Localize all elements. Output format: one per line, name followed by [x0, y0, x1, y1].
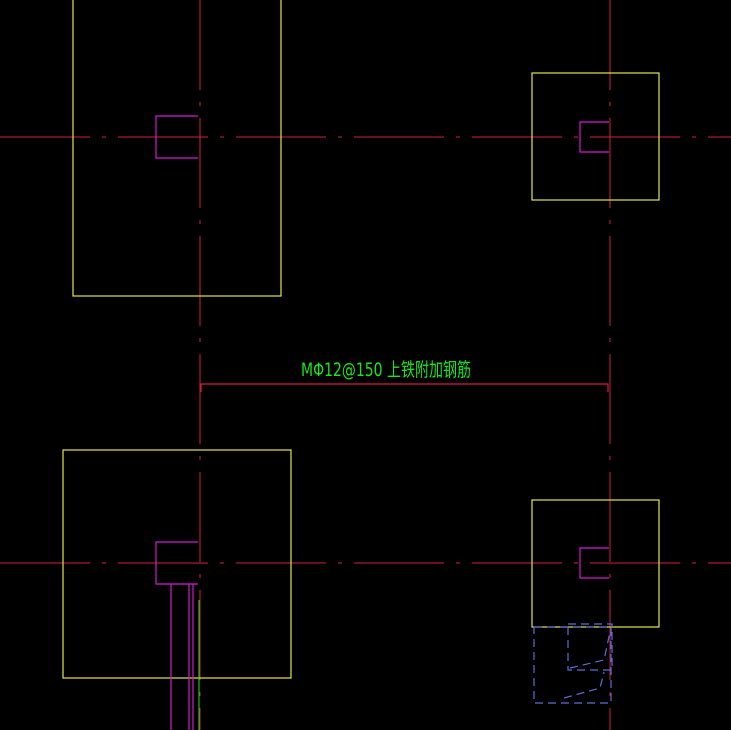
dashed-diagonal-1 — [569, 631, 611, 669]
column-bottom-right — [579, 547, 609, 579]
dashed-outer-rect — [533, 626, 612, 704]
column-top-right — [579, 121, 609, 153]
footing-bottom-right — [531, 499, 660, 628]
dashed-outline-group — [533, 623, 613, 704]
footing-top-right — [531, 72, 660, 201]
dashed-diagonal-2 — [563, 671, 605, 699]
column-top-left — [155, 115, 198, 159]
footing-bottom-left — [62, 449, 292, 679]
dashed-inner-rect — [567, 623, 613, 671]
reinforcement-annotation: MΦ12@150 上铁附加钢筋 — [301, 359, 471, 381]
reinforcement-bar — [200, 383, 609, 392]
column-bottom-left — [155, 541, 198, 585]
footing-top-left — [72, 0, 282, 297]
